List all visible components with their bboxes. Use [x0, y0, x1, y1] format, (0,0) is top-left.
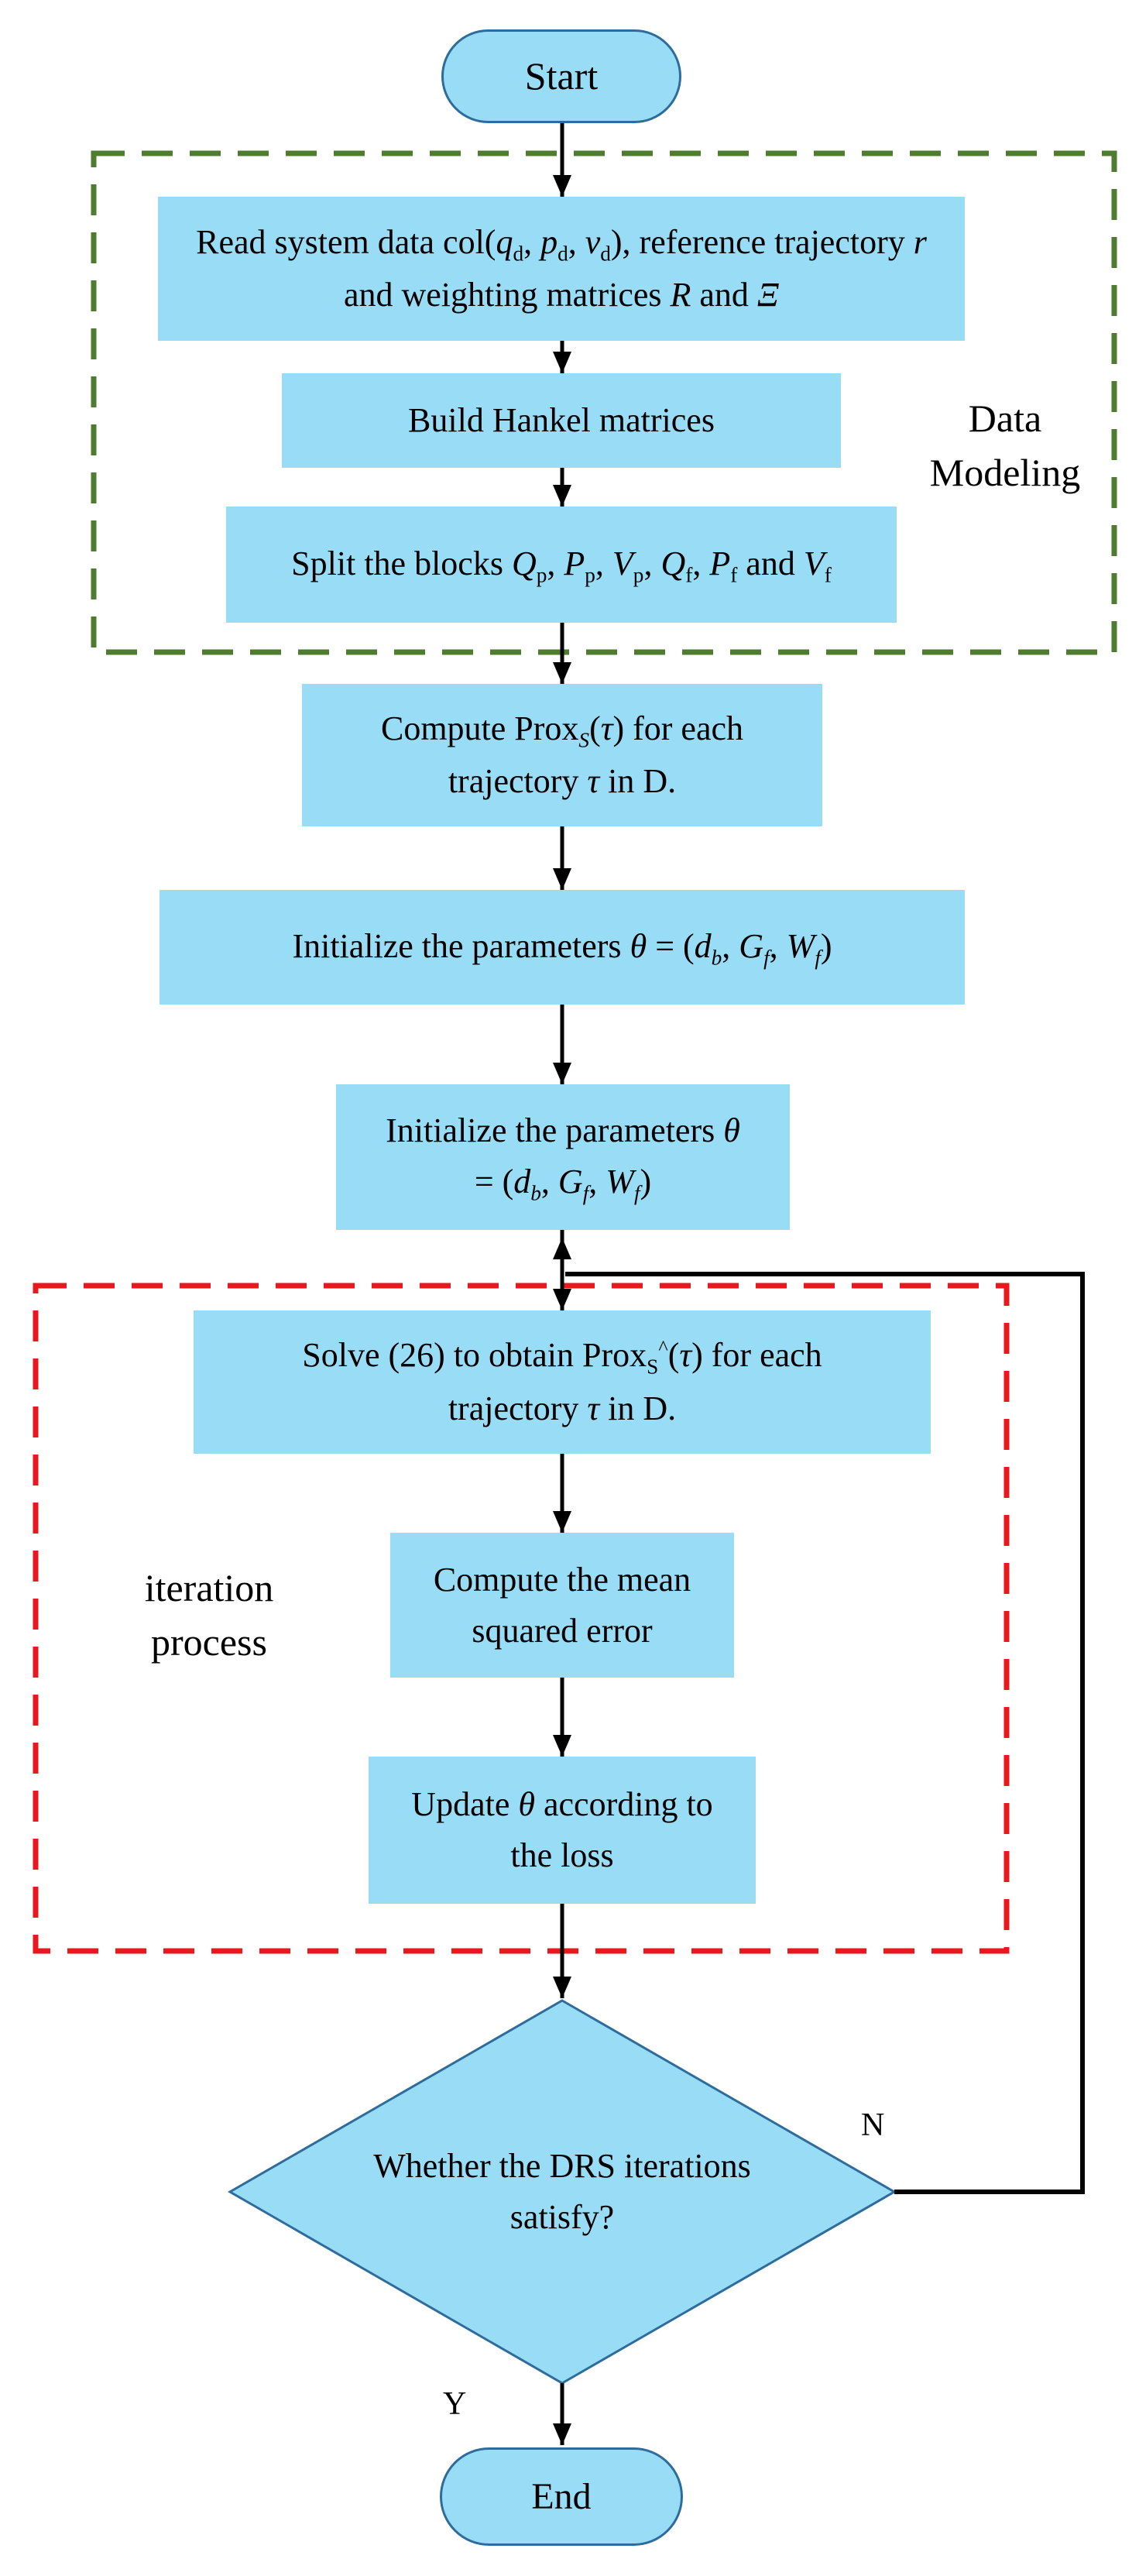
step-initialize-parameters-1-text: Initialize the parameters θ = (db, Gf, W… [292, 926, 832, 970]
step-compute-prox-text: Compute ProxS(τ) for each trajectory τ i… [380, 709, 744, 801]
step-split-blocks: Split the blocks Qp, Pp, Vp, Qf, Pf and … [226, 507, 897, 623]
iteration-process-label-line2: process [151, 1620, 267, 1664]
step4-prefix: Compute Prox [380, 709, 579, 747]
step7-prefix: Solve (26) to obtain Prox [302, 1336, 647, 1375]
end-terminal: End [440, 2447, 683, 2546]
step-compute-mse: Compute the mean squared error [390, 1533, 734, 1678]
step-update-theta-text: Update θ according to the loss [411, 1785, 713, 1874]
step1-suffix: and weighting matrices [343, 276, 671, 314]
step7-suffix: for each [702, 1336, 822, 1375]
iteration-process-label: iteration process [116, 1561, 302, 1669]
step-build-hankel: Build Hankel matrices [282, 373, 841, 468]
decision-node: Whether the DRS iterations satisfy? [333, 2122, 791, 2262]
iteration-process-group-border [33, 1283, 1010, 1954]
step6-prefix: Initialize the parameters [386, 1111, 724, 1149]
step4-in: in D. [599, 762, 677, 801]
step-initialize-parameters-2-text: Initialize the parameters θ= (db, Gf, Wf… [386, 1111, 740, 1205]
step-solve-26: Solve (26) to obtain ProxS^(τ) for each … [194, 1310, 931, 1454]
step9-prefix: Update [411, 1785, 519, 1823]
step5-prefix: Initialize the parameters [292, 926, 630, 965]
step4-line2: trajectory [448, 762, 588, 801]
connector-no-loop-back [565, 1272, 1085, 2194]
step1-and: and [691, 276, 757, 314]
data-modeling-label-line1: Data [968, 397, 1042, 440]
step-initialize-parameters-2: Initialize the parameters θ= (db, Gf, Wf… [336, 1084, 790, 1230]
step-read-system-data: Read system data col(qd, pd, vd), refere… [158, 197, 965, 341]
no-branch-label: N [861, 2107, 885, 2143]
step9-suffix: according to the loss [510, 1785, 713, 1874]
step-compute-prox: Compute ProxS(τ) for each trajectory τ i… [302, 684, 822, 826]
step3-and: and [737, 544, 804, 582]
step-solve-26-text: Solve (26) to obtain ProxS^(τ) for each … [302, 1335, 822, 1427]
yes-branch-label: Y [443, 2386, 467, 2422]
decision-text: Whether the DRS iterations satisfy? [373, 2147, 751, 2236]
step-initialize-parameters-1: Initialize the parameters θ = (db, Gf, W… [160, 890, 965, 1005]
step-read-system-data-text: Read system data col(qd, pd, vd), refere… [196, 222, 927, 314]
step-compute-mse-text: Compute the mean squared error [433, 1560, 691, 1650]
step1-middle: ), reference trajectory [610, 222, 914, 261]
iteration-process-label-line1: iteration [144, 1566, 274, 1609]
step-build-hankel-text: Build Hankel matrices [408, 401, 715, 439]
step7-line2: trajectory [448, 1389, 588, 1427]
step1-prefix: Read system data col( [196, 222, 496, 261]
step3-prefix: Split the blocks [291, 544, 512, 582]
end-label: End [531, 2475, 592, 2517]
data-modeling-label-line2: Modeling [929, 451, 1081, 494]
step-update-theta: Update θ according to the loss [369, 1757, 756, 1904]
data-modeling-label: Data Modeling [912, 391, 1098, 500]
data-modeling-group-border [91, 150, 1117, 655]
start-label: Start [524, 54, 599, 98]
step-split-blocks-text: Split the blocks Qp, Pp, Vp, Qf, Pf and … [291, 544, 832, 587]
start-terminal: Start [441, 29, 681, 123]
step7-in: in D. [599, 1389, 677, 1427]
